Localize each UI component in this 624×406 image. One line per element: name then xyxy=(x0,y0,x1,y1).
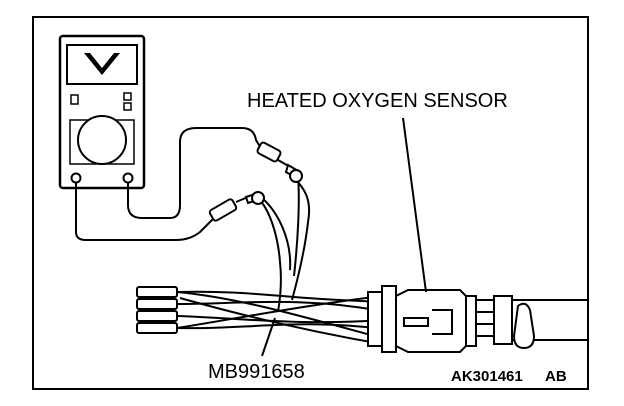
sensor-connector-icon xyxy=(395,289,588,353)
figure-suffix: AB xyxy=(545,368,567,385)
tool-leader-line xyxy=(261,317,276,357)
figure-border xyxy=(32,16,589,390)
harness-connector xyxy=(367,285,397,353)
test-harness-icon xyxy=(136,286,383,345)
figure-code: AK301461 xyxy=(451,368,523,385)
probe-clips xyxy=(251,169,311,313)
sensor-leader-line xyxy=(402,117,427,293)
multimeter-icon xyxy=(58,34,146,190)
sensor-label: HEATED OXYGEN SENSOR xyxy=(247,90,508,112)
tool-label: MB991658 xyxy=(208,361,305,383)
meter-leads xyxy=(75,127,263,241)
